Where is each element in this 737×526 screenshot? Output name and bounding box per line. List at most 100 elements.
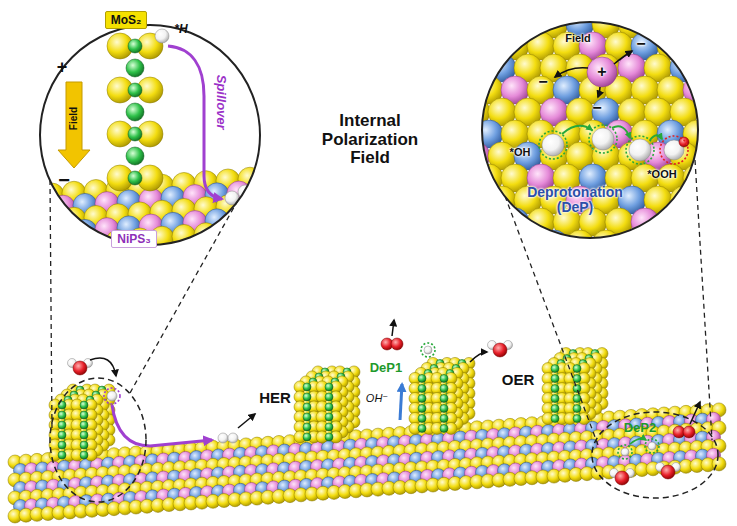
atom-sphere [325, 403, 333, 411]
atom-sphere [573, 415, 581, 423]
atom-sphere [128, 127, 142, 141]
atom-sphere [128, 39, 142, 53]
atom-sphere [618, 230, 646, 258]
atom-sphere [436, 142, 464, 170]
material-tag: NiPS₃ [111, 230, 157, 248]
label-text: DeP2 [624, 420, 657, 435]
atom-sphere [80, 401, 88, 409]
dotted-ring [104, 388, 120, 404]
label-text: − [58, 169, 70, 191]
atom-sphere [462, 10, 490, 38]
process-label: DeP2 [624, 421, 657, 435]
atom-sphere [418, 404, 426, 412]
material-tag: MoS₂ [105, 11, 148, 29]
atom-sphere [436, 54, 464, 82]
label-text: OER [502, 371, 535, 388]
dotted-ring [645, 439, 659, 453]
label-text: Field [565, 32, 591, 44]
atom-sphere [696, 230, 724, 258]
atom-sphere [709, 120, 737, 148]
atom-sphere [527, 208, 555, 236]
atom-sphere [260, 191, 284, 215]
figure-title: Internal Polarization Field [305, 112, 435, 168]
label-text: − [538, 73, 547, 90]
atom-sphere [449, 120, 477, 148]
leader-line [695, 160, 712, 440]
atom-sphere [216, 221, 240, 245]
h2-arrow [238, 414, 255, 428]
o2-arrow [392, 320, 394, 336]
dotted-ring [589, 125, 617, 153]
atom-sphere [709, 76, 737, 104]
atom-sphere [418, 394, 426, 402]
dotted-ring [421, 343, 435, 357]
atom-sphere [587, 57, 617, 87]
atom-sphere [551, 385, 559, 393]
atom-sphere [126, 147, 144, 165]
deprotonation-arrow [562, 126, 592, 134]
atom-sphere [249, 205, 273, 229]
atom-sphere [440, 394, 448, 402]
atom-sphere [51, 195, 75, 219]
species-label: OH⁻ [366, 392, 388, 404]
atom-sphere [551, 375, 559, 383]
atom-sphere [462, 230, 490, 258]
zoom-ellipse [50, 378, 146, 502]
field-label: Field [565, 32, 591, 44]
material-name: NiPS₃ [117, 232, 151, 246]
atom-sphere [436, 230, 464, 258]
atom-sphere [80, 431, 88, 439]
label-text: + [57, 57, 68, 77]
atom-sphere [218, 433, 228, 443]
atom-sphere [228, 433, 238, 443]
process-label: Deprotonation (DeP) [516, 185, 634, 216]
atom-sphere [128, 171, 142, 185]
dotted-ring [660, 136, 688, 164]
atom-sphere [573, 385, 581, 393]
charge-sign: − [538, 73, 547, 91]
atom-sphere [551, 405, 559, 413]
inset-ground [38, 23, 262, 247]
nips3-substrate [8, 403, 726, 523]
field-label: Field [69, 106, 80, 129]
atom-sphere [80, 451, 88, 459]
dotted-ring [539, 131, 567, 159]
atom-sphere [418, 384, 426, 392]
atom-sphere [551, 415, 559, 423]
atom-sphere [303, 383, 311, 391]
atom-sphere [303, 433, 311, 441]
field-arrow [598, 87, 600, 97]
o2-arrow [690, 402, 700, 424]
atom-sphere [40, 209, 64, 233]
label-text: Deprotonation (DeP) [527, 184, 623, 215]
atom-sphere [325, 393, 333, 401]
dotted-ring [626, 136, 654, 164]
charge-sign: + [57, 58, 68, 78]
atom-sphere [303, 423, 311, 431]
atom-sphere [18, 237, 42, 261]
atom-sphere [58, 441, 66, 449]
water-arrow [470, 352, 487, 362]
atom-sphere [424, 346, 432, 354]
dotted-ring [618, 445, 632, 459]
mos2-stacks [49, 348, 608, 461]
atom-sphere [418, 414, 426, 422]
atom-sphere [462, 186, 490, 214]
reaction-label: HER [259, 390, 291, 407]
title-text: Internal Polarization Field [322, 111, 418, 167]
atom-sphere [391, 338, 403, 350]
atom-sphere [62, 207, 86, 231]
adsorbate-label: *OOH [647, 168, 676, 180]
atom-sphere [325, 413, 333, 421]
atom-sphere [58, 431, 66, 439]
atom-sphere [58, 451, 66, 459]
atom-sphere [73, 361, 87, 375]
atom-sphere [488, 230, 516, 258]
charge-sign: − [592, 99, 601, 117]
field-arrow [614, 51, 632, 64]
atom-sphere [303, 393, 311, 401]
zoom-markers [50, 160, 718, 502]
atom-sphere [29, 197, 53, 221]
